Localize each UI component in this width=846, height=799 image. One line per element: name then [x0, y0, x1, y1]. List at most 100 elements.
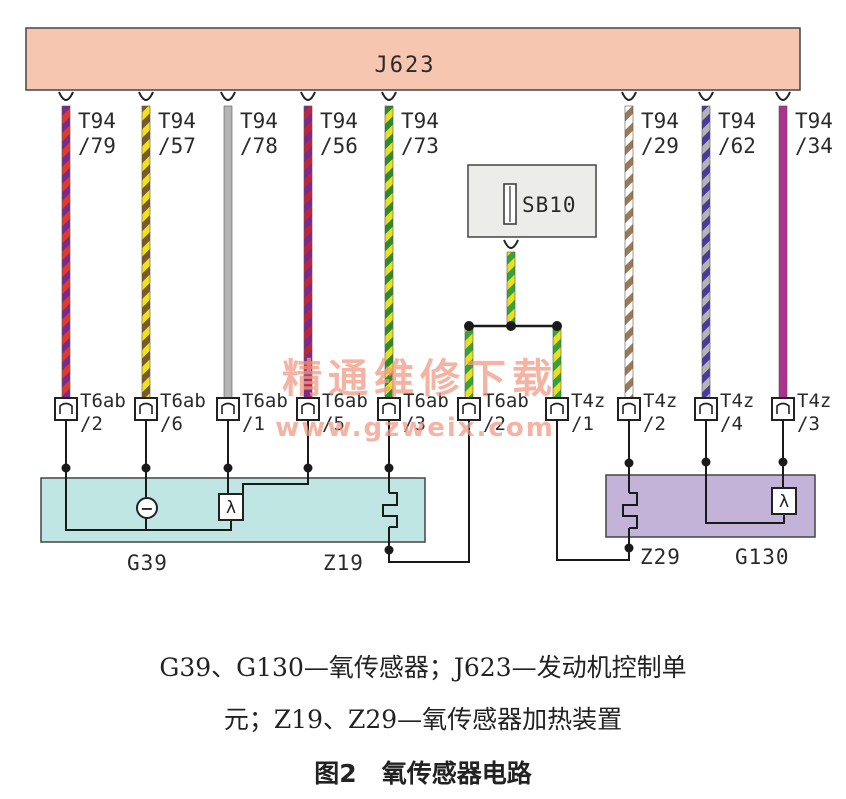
pin-label-top: T94 [641, 109, 679, 133]
caption-line-2: 元；Z19、Z29—氧传感器加热装置 [223, 705, 623, 734]
wire-t94-2 [223, 105, 233, 399]
pin-label-bottom: /29 [641, 134, 679, 158]
wire-t94-3 [303, 105, 313, 399]
connector-label-bottom: /3 [403, 413, 426, 435]
connector-label-bottom: /1 [242, 413, 265, 435]
pin-label-top: T94 [240, 109, 278, 133]
junction-dot [384, 545, 394, 555]
ecu-j623: J623 [25, 27, 801, 91]
pin-label-top: T94 [158, 109, 196, 133]
connector-socket-icon [301, 402, 315, 414]
connector-label-top: T6ab [242, 390, 288, 412]
connectors: T6ab/2T6ab/6T6ab/1T6ab/5T6ab/3T6ab/2T4z/… [54, 390, 831, 435]
connector-t6ab-3: T6ab/3 [377, 390, 449, 435]
connector-label-top: T4z [643, 390, 677, 412]
ecu-pins: T94/79T94/57T94/78T94/56T94/73T94/29T94/… [58, 91, 833, 158]
wire-t94-0 [61, 105, 71, 399]
connector-socket-icon [699, 402, 713, 414]
wire-t94-7 [778, 105, 788, 399]
internal-wiring [61, 420, 788, 563]
label-g39: G39 [127, 551, 168, 575]
connector-label-bottom: /3 [797, 413, 820, 435]
connector-label-top: T4z [720, 390, 754, 412]
junction-dot [223, 463, 233, 473]
pin-cup-icon [775, 91, 791, 101]
junction-dot [624, 458, 634, 468]
connector-box-icon [216, 397, 240, 421]
ground-symbol-g39: − [136, 497, 158, 519]
pin-cup-icon [58, 91, 74, 101]
lambda-symbol: λ [226, 498, 236, 518]
connector-box-icon [134, 397, 158, 421]
connector-socket-icon [462, 402, 476, 414]
connector-socket-icon [382, 402, 396, 414]
connector-box-icon [617, 397, 641, 421]
splice-dot [464, 321, 474, 331]
junction-dot [778, 457, 788, 467]
label-z19: Z19 [323, 551, 364, 575]
connector-t6ab-5: T6ab/5 [296, 390, 368, 435]
connector-label-top: T6ab [483, 390, 529, 412]
connector-label-top: T6ab [322, 390, 368, 412]
wire-t94-1 [141, 105, 151, 399]
connector-socket-icon [221, 402, 235, 414]
connector-label-bottom: /2 [643, 413, 666, 435]
z19-wire-b [388, 420, 470, 563]
g39-wire-a [65, 420, 232, 531]
lambda-box-icon [771, 487, 797, 515]
oxygen-sensor-circuit-diagram: J623 SB10 T94/79T94/57T94/78T94/56T94/73… [25, 27, 833, 575]
splice-dot [506, 321, 516, 331]
caption-line-1: G39、G130—氧传感器；J623—发动机控制单 [159, 653, 687, 682]
connector-t4z-2: T4z/2 [617, 390, 677, 435]
connector-socket-icon [776, 402, 790, 414]
connector-socket-icon [550, 402, 564, 414]
pin-label-bottom: /57 [158, 134, 196, 158]
connector-label-top: T4z [571, 390, 605, 412]
splice-dot [552, 321, 562, 331]
lambda-box-icon [218, 493, 244, 521]
pin-label-bottom: /79 [78, 134, 116, 158]
fuse-wire-trunk [506, 251, 516, 327]
connector-label-bottom: /2 [80, 413, 103, 435]
pin-label-bottom: /34 [795, 134, 833, 158]
pin-cup-icon [220, 91, 236, 101]
pin-cup-icon [621, 91, 637, 101]
wire-t94-6 [701, 105, 711, 399]
pin-label-top: T94 [320, 109, 358, 133]
lambda-symbol-g39: λ [218, 493, 244, 521]
fuse-sb10: SB10 [467, 164, 597, 238]
g130-wire-a [705, 420, 785, 524]
minus-symbol: − [140, 499, 153, 518]
connector-label-bottom: /4 [720, 413, 743, 435]
connector-label-bottom: /6 [160, 413, 183, 435]
connector-t4z-3: T4z/3 [771, 390, 831, 435]
z19-heater-icon [382, 492, 398, 528]
lambda-symbol: λ [779, 492, 789, 512]
connector-box-icon [771, 397, 795, 421]
pin-label-top: T94 [78, 109, 116, 133]
connector-socket-icon [59, 402, 73, 414]
connector-t4z-1: T4z/1 [545, 390, 605, 435]
g39-wire-d [242, 420, 309, 494]
connector-box-icon [694, 397, 718, 421]
pin-label-top: T94 [401, 109, 439, 133]
pin-label-top: T94 [795, 109, 833, 133]
junction-dot [303, 463, 313, 473]
pin-cup-icon [698, 91, 714, 101]
label-g130: G130 [735, 545, 790, 569]
connector-label-top: T6ab [80, 390, 126, 412]
junction-dot [701, 457, 711, 467]
pin-cup-icon [381, 91, 397, 101]
connector-box-icon [54, 397, 78, 421]
pin-label-bottom: /56 [320, 134, 358, 158]
connector-label-bottom: /2 [483, 413, 506, 435]
pin-label-bottom: /62 [718, 134, 756, 158]
ecu-box [25, 27, 801, 91]
fuse-box [467, 164, 597, 238]
junction-dot [141, 463, 151, 473]
pin-cup-icon [300, 91, 316, 101]
wire-t94-5 [624, 105, 634, 399]
watermark-url: www.gzweix.com [275, 413, 555, 443]
connector-label-bottom: /5 [322, 413, 345, 435]
connector-t6ab-2: T6ab/2 [54, 390, 126, 435]
